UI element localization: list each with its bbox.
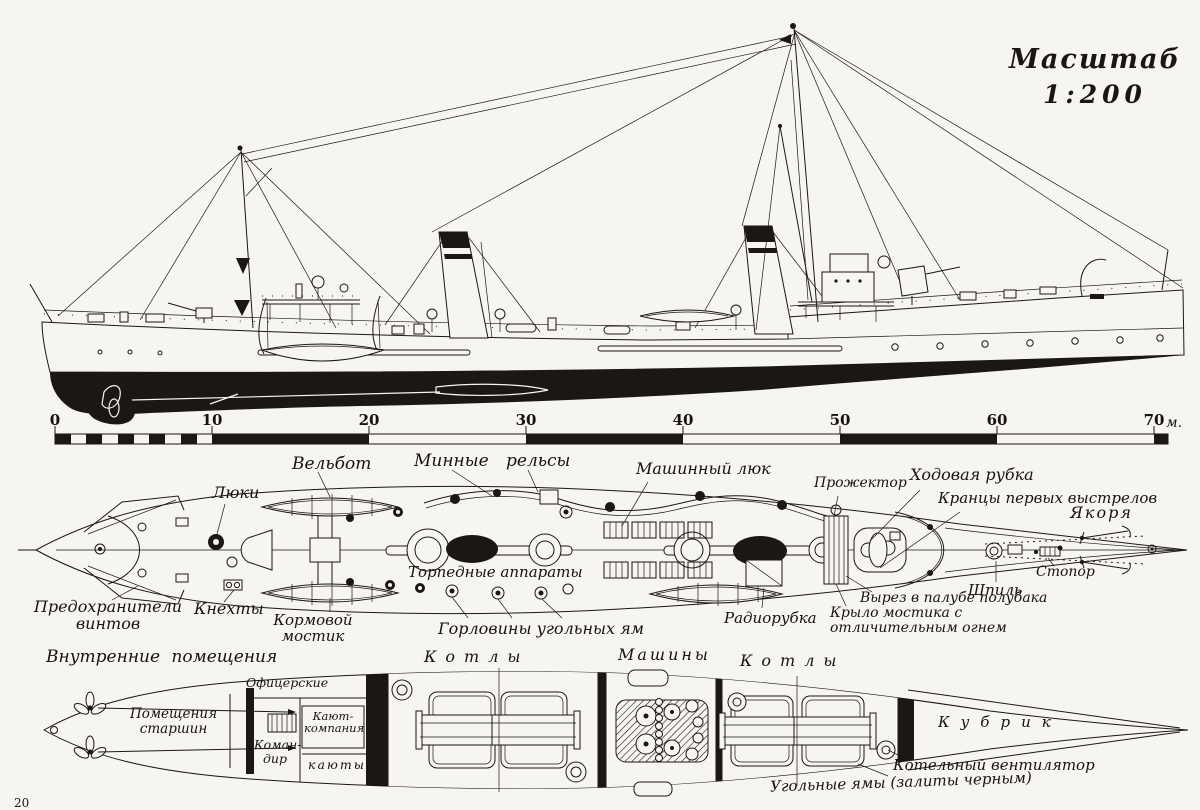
label-mine-rails-2: рельсы — [506, 451, 571, 471]
aft-deck-fittings — [94, 517, 273, 591]
label-stopper: Стопор — [1036, 564, 1095, 580]
aft-bridge-and-whaleboat — [258, 275, 386, 362]
interior-plan-view — [42, 668, 1189, 797]
aft-funnel — [384, 231, 541, 339]
label-commander: Коман- дир — [254, 737, 302, 766]
label-capstan: Шпиль — [968, 581, 1023, 599]
label-ready-racks: Кранцы первых выстрелов — [938, 489, 1158, 507]
label-radio-room: Радиорубка — [724, 609, 817, 627]
underwater-hull — [50, 355, 1184, 415]
label-officers: Офицерские — [246, 675, 329, 690]
ruler-tick-30: 30 — [515, 411, 537, 429]
sheet-title: Масштаб — [1009, 44, 1181, 75]
crew-quarters-wedge — [907, 689, 1181, 771]
searchlight-platform — [823, 504, 849, 585]
bridge-structure — [798, 253, 894, 322]
label-wardroom: Кают- компания — [304, 709, 365, 736]
bow-fittings — [29, 258, 1107, 323]
scale-ruler — [54, 426, 1169, 445]
forecastle-break — [868, 511, 945, 589]
radio-room-plan — [735, 551, 783, 587]
main-mast — [755, 23, 819, 331]
aft-compartments — [229, 694, 366, 782]
page-number: 20 — [14, 796, 30, 810]
anchor-port — [1079, 525, 1131, 545]
ruler-tick-60: 60 — [986, 411, 1008, 429]
label-coal-manholes: Горловины угольных ям — [438, 619, 644, 638]
label-torpedo-tubes: Торпедные аппараты — [408, 563, 583, 581]
side-elevation-view — [29, 23, 1185, 425]
stern-gun — [167, 302, 213, 323]
ruler-tick-20: 20 — [358, 411, 380, 429]
ruler-tick-70: 70 — [1143, 411, 1165, 429]
ruler-tick-0: 0 — [49, 411, 61, 429]
label-whaleboat: Вельбот — [292, 454, 372, 474]
forecastle-gun — [897, 265, 961, 305]
ruler-ticks — [54, 426, 1155, 434]
label-mine-rails-1: Минные — [414, 451, 489, 471]
label-cabins: каюты — [308, 757, 366, 772]
engine-hatch-grids — [603, 521, 713, 579]
propeller-boss — [85, 386, 136, 425]
coal-manholes — [346, 505, 574, 600]
midship-boat — [639, 309, 736, 323]
anchor-starboard — [1079, 555, 1131, 575]
portholes — [97, 334, 1164, 356]
ruler-tick-10: 10 — [201, 411, 223, 429]
label-engine-hatch: Машинный люк — [636, 459, 771, 478]
mine-rails — [423, 489, 839, 525]
twin-propellers — [50, 691, 296, 759]
label-aft-bridge: Кормовой мостик — [273, 611, 353, 646]
label-wheelhouse: Ходовая рубка — [910, 465, 1034, 484]
ruler-unit: м. — [1166, 415, 1183, 431]
label-po-starshin: Помещения старшин — [129, 706, 218, 737]
label-hatches: Люки — [212, 483, 260, 502]
whaleboat-forward — [648, 582, 784, 606]
propeller-guards — [83, 495, 185, 605]
deck-plan-leaders — [111, 469, 1055, 619]
label-crew-quarters: Кубрик — [938, 713, 1062, 731]
label-deck-cutout: Вырез в палубе полубака — [860, 590, 1048, 606]
deck-fittings — [87, 286, 1057, 335]
shaft-and-propeller — [101, 383, 549, 418]
label-interior-header: Внутренние помещения — [46, 647, 278, 667]
ruler-tick-40: 40 — [672, 411, 694, 429]
whaleboat-starboard — [260, 580, 400, 606]
label-boilers-fwd: Котлы — [740, 651, 846, 670]
bow-deck-gear — [944, 525, 1181, 575]
label-boilers-aft: Котлы — [424, 647, 530, 666]
ruler-tick-50: 50 — [829, 411, 851, 429]
boilers-aft-room — [391, 668, 587, 792]
deck-plan-view — [18, 469, 1188, 619]
sheet-scale-ratio: 1:200 — [1043, 80, 1147, 109]
label-bridge-wing: Крыло мостика с отличительным огнем — [830, 605, 1007, 637]
interior-leaders — [857, 749, 903, 777]
label-engines: Машины — [618, 645, 711, 664]
boilers-fore-room — [718, 676, 896, 786]
label-bollards: Кнехты — [194, 599, 264, 618]
label-boiler-fan: Котельный вентилятор — [893, 756, 1095, 774]
torpedo-tube-group-fore — [663, 531, 836, 569]
deck-railing — [43, 279, 1183, 331]
torpedo-tube-group-aft — [385, 528, 573, 572]
label-prop-guards: Предохранители винтов — [33, 597, 183, 634]
rigging-lines — [241, 29, 1184, 301]
engine-machinery — [615, 669, 709, 797]
label-anchors: Якоря — [1070, 503, 1133, 522]
label-searchlight: Прожектор — [814, 475, 907, 491]
aft-mast — [57, 145, 431, 335]
